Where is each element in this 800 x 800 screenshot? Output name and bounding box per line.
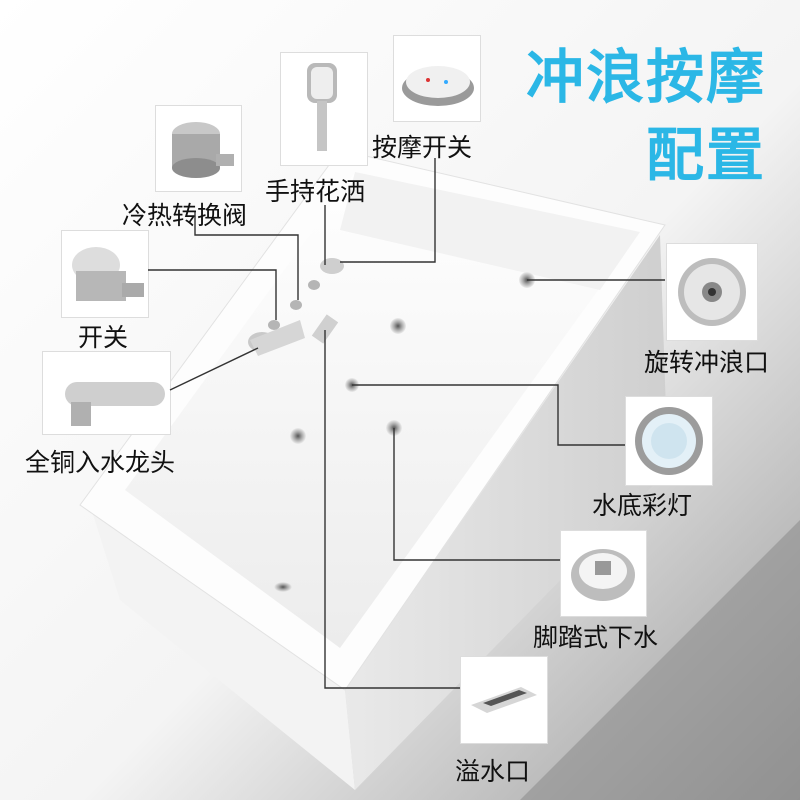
label-underwater-light: 水底彩灯 — [592, 491, 693, 520]
rotating-jet-icon — [678, 258, 746, 326]
label-massage-switch: 按摩开关 — [372, 133, 473, 162]
valve-icon — [172, 122, 234, 178]
thumb-massage-switch — [393, 35, 481, 122]
label-switch: 开关 — [78, 323, 129, 352]
light-icon — [635, 407, 703, 475]
thumb-switch — [61, 230, 149, 318]
label-copper-faucet: 全铜入水龙头 — [25, 448, 176, 477]
thumb-overflow — [460, 656, 548, 744]
thumb-hot-cold-valve — [155, 105, 242, 192]
title-line-2: 配置 — [645, 121, 766, 189]
switch-knob-icon — [72, 247, 144, 301]
thumb-rotating-jet — [666, 243, 758, 341]
shower-head-icon — [307, 63, 337, 151]
tub-front-face — [90, 505, 355, 790]
drain-icon — [571, 549, 635, 601]
thumb-copper-faucet — [42, 351, 171, 435]
thumb-underwater-light — [625, 396, 713, 486]
overflow-icon — [471, 687, 537, 713]
faucet-group — [248, 258, 344, 356]
label-foot-drain: 脚踏式下水 — [533, 623, 659, 652]
massage-switch-icon — [402, 66, 474, 106]
faucet-icon — [65, 382, 165, 426]
title-line-1: 冲浪按摩 — [525, 43, 766, 111]
label-rotating-jet: 旋转冲浪口 — [644, 348, 770, 377]
label-handheld-shower: 手持花洒 — [265, 177, 366, 206]
thumb-handheld-shower — [280, 52, 368, 166]
label-hot-cold-valve: 冷热转换阀 — [122, 201, 248, 230]
thumb-foot-drain — [560, 530, 647, 617]
label-overflow: 溢水口 — [455, 757, 531, 786]
